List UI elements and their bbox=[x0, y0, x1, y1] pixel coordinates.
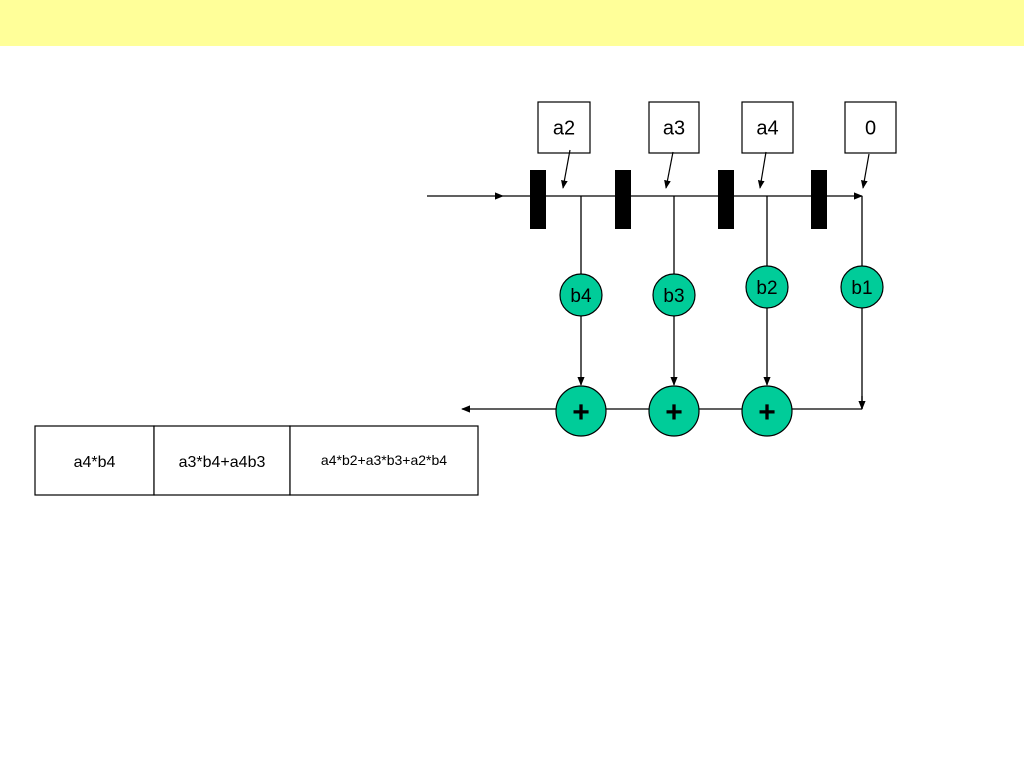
output-cell-label: a4*b2+a3*b3+a2*b4 bbox=[321, 452, 447, 468]
input-sample-label: a3 bbox=[663, 118, 685, 140]
input-sample-label: a2 bbox=[553, 118, 575, 140]
pointer-arrow bbox=[664, 151, 674, 189]
adder-symbol: + bbox=[572, 396, 590, 429]
pointer-arrow bbox=[561, 149, 571, 189]
coefficient-label: b3 bbox=[663, 286, 684, 307]
coefficient-multiplier: b2 bbox=[745, 265, 789, 309]
output-table: a4*b4 a3*b4+a4b3 a4*b2+a3*b3+a2*b4 bbox=[34, 425, 479, 496]
coefficient-label: b4 bbox=[570, 286, 592, 307]
pointer-arrow bbox=[757, 151, 767, 189]
output-cell: a4*b2+a3*b3+a2*b4 bbox=[289, 425, 479, 496]
delay-register bbox=[530, 170, 546, 229]
adder: + bbox=[555, 385, 607, 437]
title-bar bbox=[0, 0, 1024, 46]
input-sample-box: a3 bbox=[648, 101, 700, 154]
delay-register bbox=[718, 170, 734, 229]
output-cell: a4*b4 bbox=[34, 425, 155, 496]
pointer-arrow bbox=[861, 153, 870, 189]
coefficient-multiplier: b1 bbox=[840, 265, 884, 309]
adder: + bbox=[648, 385, 700, 437]
input-sample-label: 0 bbox=[865, 118, 876, 140]
adder-symbol: + bbox=[758, 396, 776, 429]
coefficient-label: b2 bbox=[756, 278, 777, 299]
output-cell: a3*b4+a4b3 bbox=[153, 425, 291, 496]
coefficient-multiplier: b3 bbox=[652, 273, 696, 317]
adder-symbol: + bbox=[665, 396, 683, 429]
input-sample-label: a4 bbox=[756, 118, 778, 140]
coefficient-label: b1 bbox=[851, 278, 872, 299]
delay-register bbox=[811, 170, 827, 229]
input-sample-box: 0 bbox=[844, 101, 897, 154]
output-cell-label: a3*b4+a4b3 bbox=[179, 454, 266, 471]
adder: + bbox=[741, 385, 793, 437]
input-sample-box: a2 bbox=[537, 101, 591, 154]
output-cell-label: a4*b4 bbox=[74, 454, 116, 471]
delay-register bbox=[615, 170, 631, 229]
input-sample-box: a4 bbox=[741, 101, 794, 154]
coefficient-multiplier: b4 bbox=[559, 273, 603, 317]
